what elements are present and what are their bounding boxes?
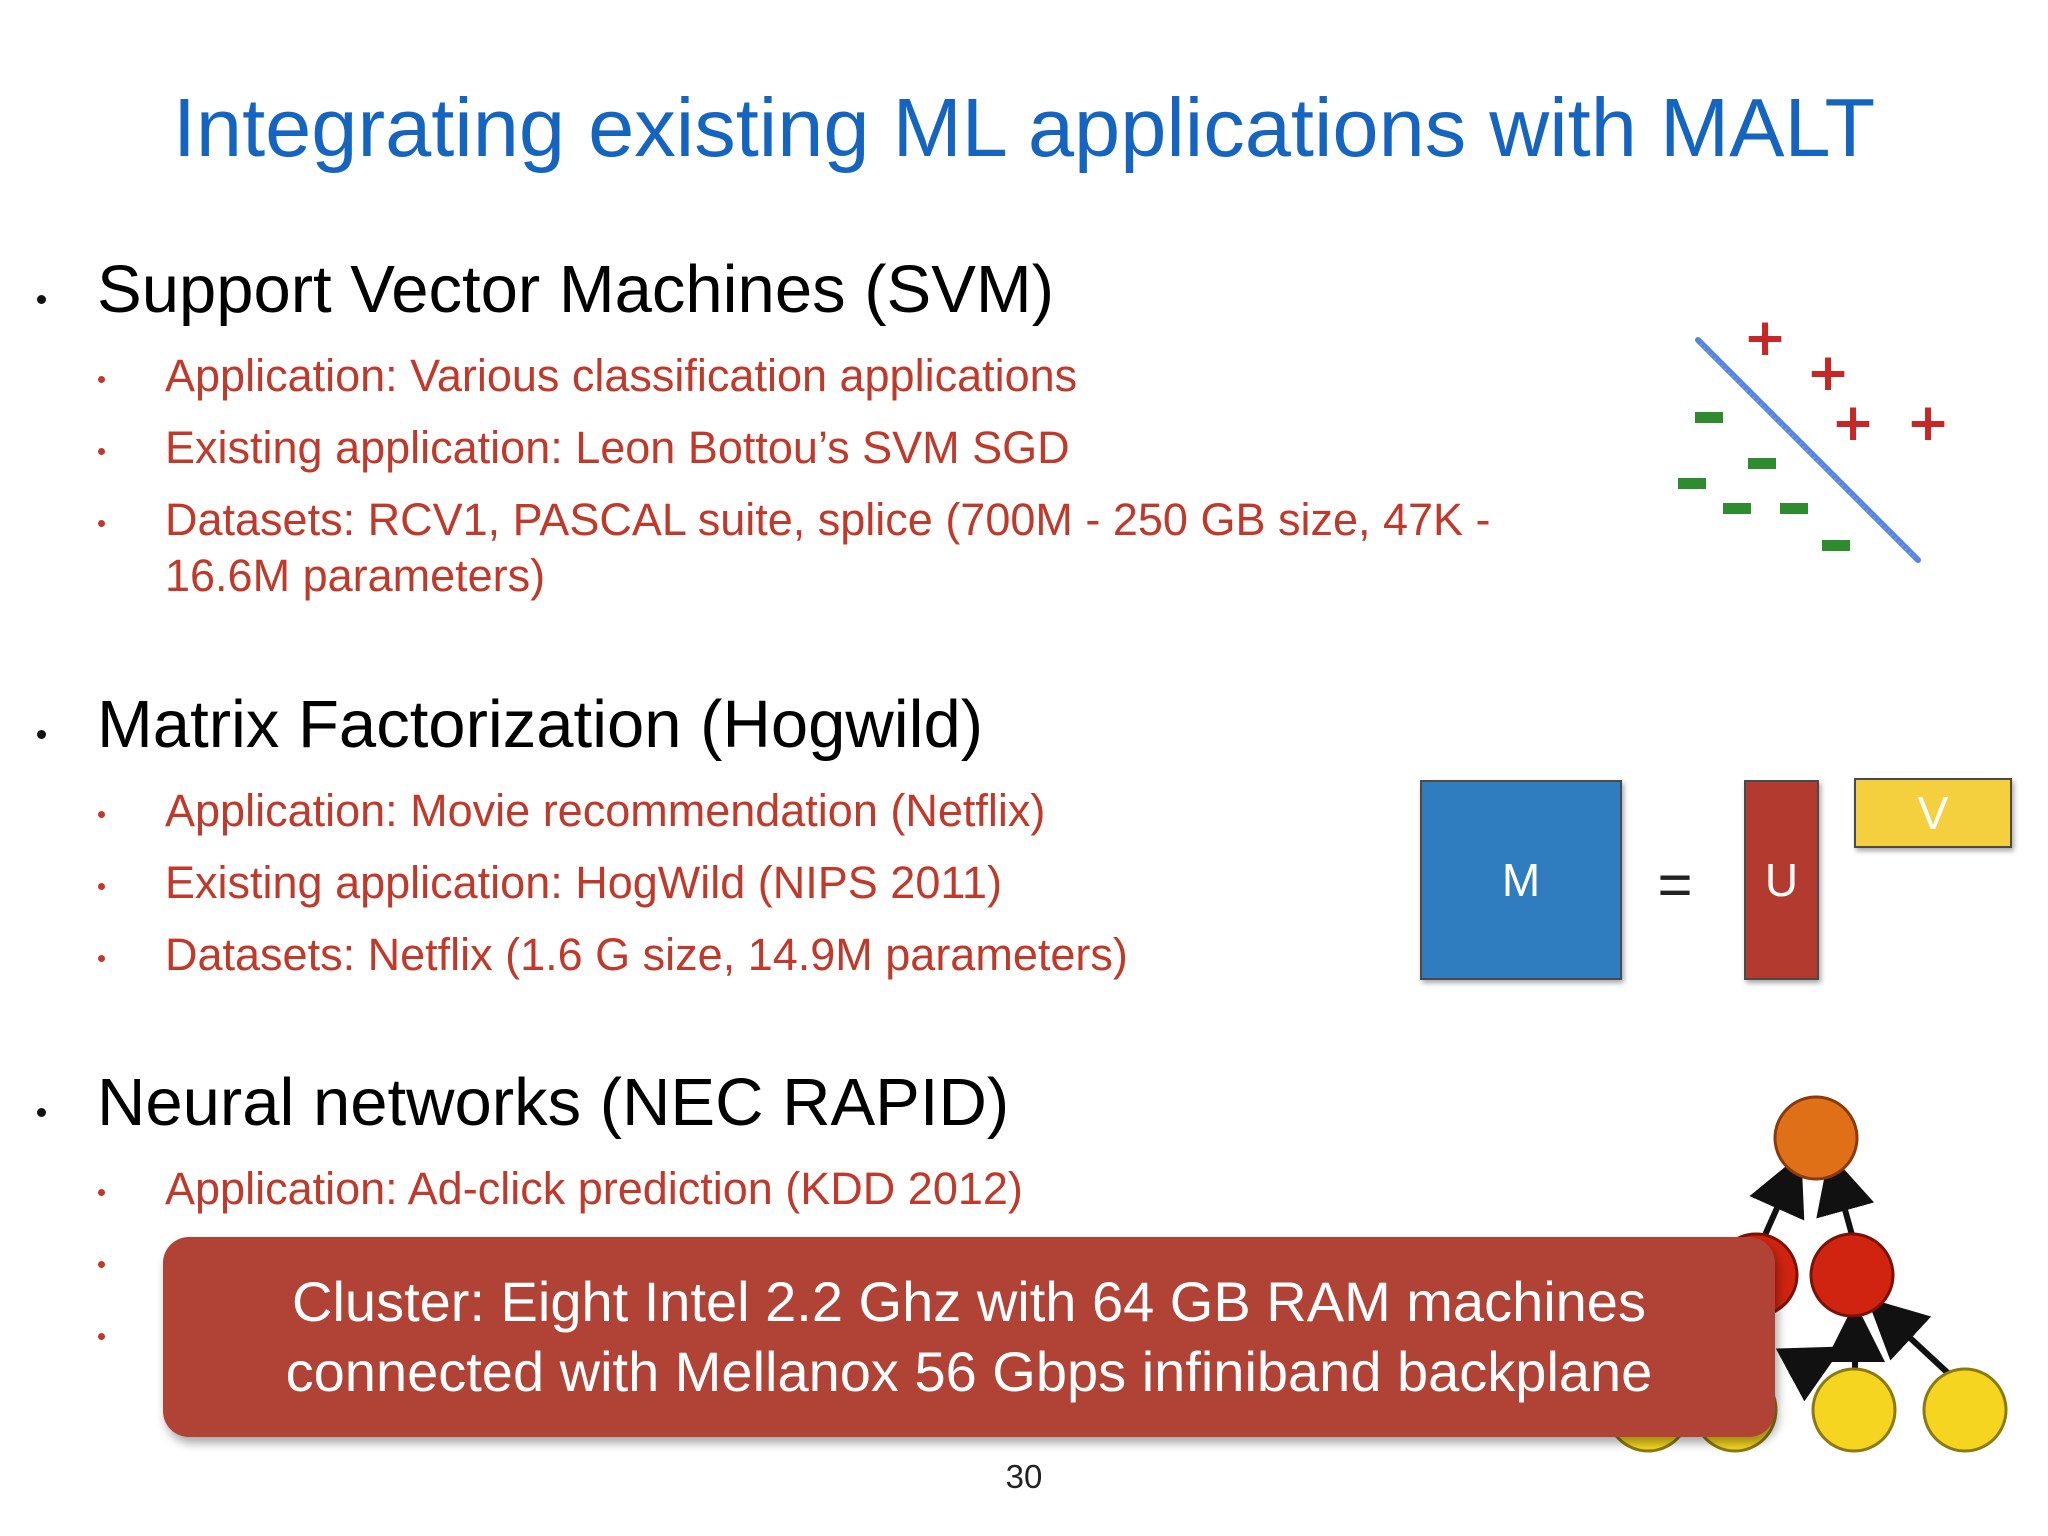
sub-bullet-icon <box>98 811 105 818</box>
sub-bullet-icon <box>98 955 105 962</box>
matrix-v: V <box>1854 778 2012 848</box>
input-node <box>1811 1367 1897 1453</box>
minus-icon <box>1695 412 1723 423</box>
bullet-icon <box>37 295 46 304</box>
minus-icon <box>1822 540 1850 551</box>
bullet-icon <box>37 730 46 739</box>
svm-existing-application: Existing application: Leon Bottou’s SVM … <box>165 422 1070 473</box>
slide-title: Integrating existing ML applications wit… <box>172 81 1876 174</box>
sub-bullet-icon <box>98 1333 105 1340</box>
sub-bullet-icon <box>98 883 105 890</box>
section-heading-neural-networks: Neural networks (NEC RAPID) <box>97 1065 1010 1140</box>
minus-icon <box>1678 478 1706 489</box>
plus-icon: + <box>1806 343 1850 403</box>
hidden-node <box>1809 1232 1895 1318</box>
svm-datasets: Datasets: RCV1, PASCAL suite, splice (70… <box>165 494 1491 545</box>
svm-application: Application: Various classification appl… <box>165 350 1078 401</box>
equals-sign: = <box>1657 851 1693 918</box>
plus-icon: + <box>1906 393 1950 453</box>
mf-existing-application: Existing application: HogWild (NIPS 2011… <box>165 857 1003 908</box>
cluster-callout-line2: connected with Mellanox 56 Gbps infiniba… <box>285 1340 1653 1403</box>
svm-classification-figure: + + + + <box>1678 320 1950 563</box>
nn-application: Application: Ad-click prediction (KDD 20… <box>165 1163 1023 1214</box>
cluster-callout: Cluster: Eight Intel 2.2 Ghz with 64 GB … <box>163 1237 1775 1437</box>
cluster-callout-line1: Cluster: Eight Intel 2.2 Ghz with 64 GB … <box>292 1270 1646 1333</box>
plus-icon: + <box>1831 393 1875 453</box>
mf-application: Application: Movie recommendation (Netfl… <box>165 785 1046 836</box>
minus-icon <box>1748 458 1776 469</box>
plus-icon: + <box>1743 320 1787 368</box>
sub-bullet-icon <box>98 376 105 383</box>
section-heading-matrix-factorization: Matrix Factorization (Hogwild) <box>97 687 984 762</box>
page-number: 30 <box>1005 1458 1043 1495</box>
output-node <box>1773 1095 1859 1181</box>
sub-bullet-icon <box>98 448 105 455</box>
section-heading-svm: Support Vector Machines (SVM) <box>97 252 1055 327</box>
matrix-u: U <box>1744 780 1819 980</box>
sub-bullet-icon <box>98 1189 105 1196</box>
input-node <box>1922 1367 2008 1453</box>
svm-datasets-continued: 16.6M parameters) <box>165 550 546 601</box>
matrix-m: M <box>1420 780 1622 980</box>
minus-icon <box>1780 503 1808 514</box>
sub-bullet-icon <box>98 520 105 527</box>
minus-icon <box>1723 503 1751 514</box>
bullet-icon <box>37 1108 46 1117</box>
mf-datasets: Datasets: Netflix (1.6 G size, 14.9M par… <box>165 929 1128 980</box>
sub-bullet-icon <box>98 1261 105 1268</box>
